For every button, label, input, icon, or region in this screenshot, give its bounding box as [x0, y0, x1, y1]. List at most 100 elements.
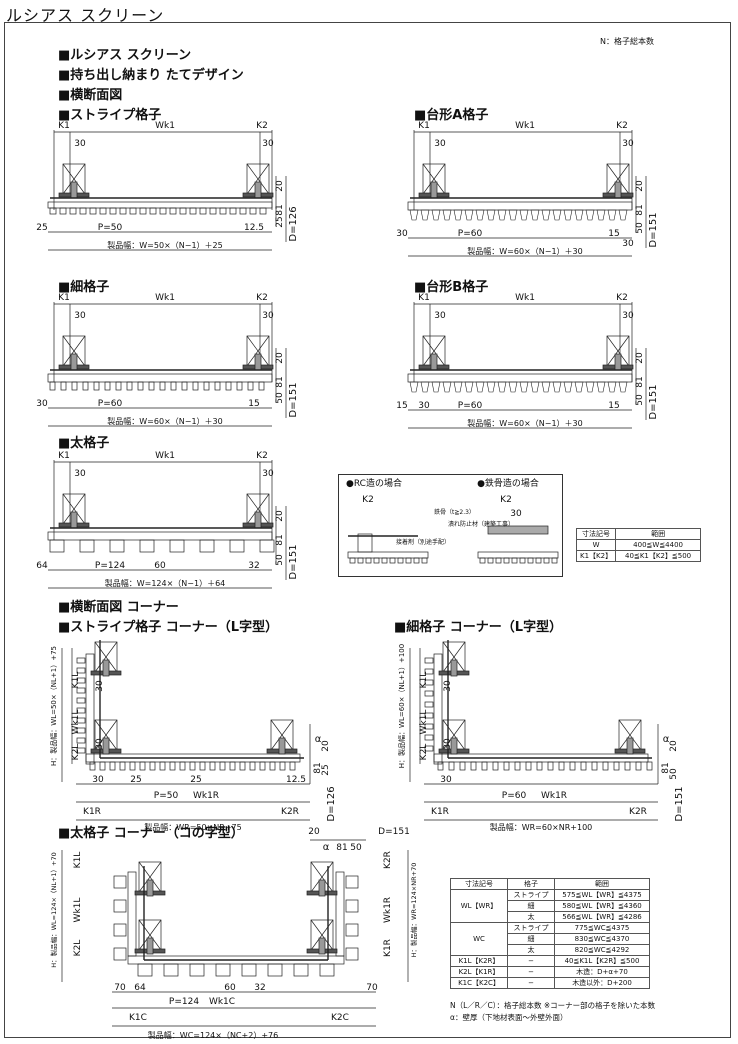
lattice-fin — [236, 381, 243, 391]
dim-81: 81 — [635, 376, 645, 387]
bracket-post — [254, 353, 262, 371]
lattice-fin — [413, 557, 420, 564]
bracket-post — [318, 937, 326, 955]
bracket-diagonal — [138, 919, 162, 951]
pitch-label: P=60 — [502, 791, 527, 801]
range-table-head: 範囲 — [615, 528, 702, 540]
product-width-label: H：製品幅：WL=50×（NL+1）+75 — [49, 646, 58, 766]
lattice-fin — [585, 381, 595, 393]
product-width-label: H：製品幅：WL=60×（NL+1）+100 — [397, 644, 406, 768]
dim-30: 30 — [434, 311, 446, 321]
corner-table-cell: 820≦WC≦4292 — [554, 944, 650, 956]
dim-60: 60 — [224, 983, 236, 993]
lattice-fin — [170, 381, 177, 391]
lattice-fin — [71, 381, 78, 391]
lattice-fin — [486, 209, 496, 221]
lattice-fin — [179, 761, 186, 771]
lattice-fin — [618, 381, 628, 393]
lattice-fin — [574, 381, 584, 393]
lattice-fin — [479, 557, 486, 564]
dim-depth: D=151 — [648, 212, 659, 247]
range-table-cell: K1【K2】 — [575, 550, 617, 562]
lattice-fin — [258, 381, 265, 391]
lattice-fin — [159, 207, 167, 215]
alpha-label: α — [323, 842, 330, 853]
lattice-fin — [119, 207, 127, 215]
dim-30: 30 — [622, 239, 634, 249]
bracket-diagonal — [246, 335, 270, 367]
section-trapB: ■台形B格子 — [414, 280, 489, 295]
corner-table-cell: − — [507, 977, 555, 989]
lattice-fin — [279, 761, 286, 771]
lattice-fin — [169, 207, 177, 215]
k1l-label: K1L — [71, 672, 81, 689]
bracket-post — [70, 353, 78, 371]
rail-bar — [47, 531, 273, 541]
lattice-fin — [574, 209, 584, 221]
product-width-label: 製品幅：WR=60×NR+100 — [490, 822, 593, 832]
dim-30: 30 — [622, 311, 634, 321]
section-trapA: ■台形A格子 — [414, 108, 489, 123]
pitch-label: P=60 — [458, 229, 483, 239]
dim-30: 30 — [434, 139, 446, 149]
bracket-post — [450, 659, 458, 677]
lattice-fin — [459, 761, 466, 771]
lattice-fin — [635, 761, 642, 771]
dim-mid: 60 — [154, 561, 166, 571]
k2l-label: K2L — [71, 744, 81, 761]
corner-table-cell: 580≦WL【WR】≦4360 — [554, 900, 650, 912]
lattice-fin — [569, 761, 576, 771]
bracket-diagonal — [94, 641, 118, 673]
lattice-fin — [229, 761, 236, 771]
lattice-fin — [503, 761, 510, 771]
lattice-fin — [431, 209, 441, 221]
bracket-diagonal — [138, 861, 162, 893]
bracket-diagonal — [442, 641, 466, 673]
dim-depth: D=151 — [288, 544, 299, 579]
dim-30: 30 — [262, 469, 274, 479]
product-width-label: 製品幅：W=60×（N−1）＋30 — [467, 418, 582, 428]
lattice-fin — [159, 381, 166, 391]
product-width-label: 製品幅：W=60×（N−1）＋30 — [107, 416, 222, 426]
lattice-fin — [475, 381, 485, 393]
lattice-fin — [421, 557, 428, 564]
lattice-fin — [49, 381, 56, 391]
lattice-fin — [76, 667, 86, 674]
lattice-fin — [89, 207, 97, 215]
lattice-fin — [464, 209, 474, 221]
lattice-fin — [424, 668, 434, 675]
lattice-fin — [119, 761, 126, 771]
footnote: N（L／R／C）：格子総本数 ※コーナー部の格子を除いた本数 — [450, 1001, 656, 1010]
intro-title: ■ルシアス スクリーン — [58, 48, 192, 63]
bracket-diagonal — [422, 335, 446, 367]
dim-81: 81 — [275, 534, 285, 545]
dim-25: 25 — [321, 764, 331, 775]
lattice-fin — [558, 761, 565, 771]
dim-50: 50 — [635, 222, 645, 234]
lattice-fin — [247, 381, 254, 391]
bracket-diagonal — [94, 719, 118, 751]
wk1l-label: Wk1L — [419, 710, 429, 735]
lattice-fin — [137, 381, 144, 391]
lattice-fin — [139, 539, 155, 553]
bracket-post — [450, 737, 458, 755]
lattice-fin — [453, 209, 463, 221]
dim-right: 12.5 — [244, 223, 264, 233]
lattice-fin — [269, 761, 276, 771]
corner-vertical-bar — [335, 871, 345, 957]
lattice-fin — [486, 381, 496, 393]
dim-depth: D=151 — [288, 382, 299, 417]
lattice-fin — [373, 557, 380, 564]
lattice-fin — [225, 381, 232, 391]
corner-table-cell: WL【WR】 — [450, 889, 508, 923]
lattice-fin — [149, 207, 157, 215]
dim-30: 30 — [443, 680, 453, 692]
bracket-diagonal — [62, 493, 86, 525]
bracket-diagonal — [422, 163, 446, 195]
corner-table-cell: 太 — [507, 944, 555, 956]
rc-steel-detail-box — [338, 474, 563, 577]
bracket-post — [254, 511, 262, 529]
lattice-fin — [76, 737, 86, 744]
lattice-fin — [345, 923, 359, 937]
